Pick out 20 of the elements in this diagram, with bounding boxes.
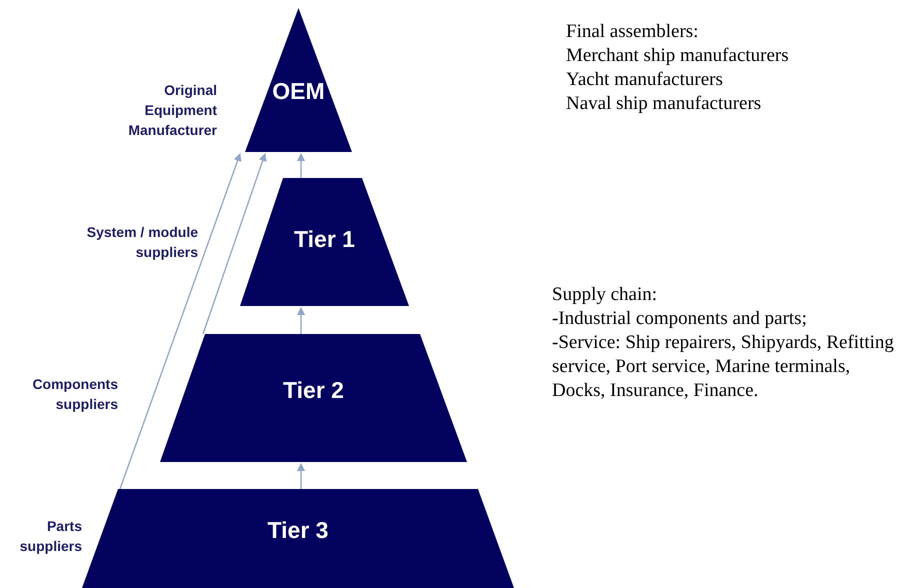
note-text: Final assemblers: xyxy=(566,20,700,44)
note-text: Merchant ship manufacturers xyxy=(566,44,790,68)
tier-label: OEM xyxy=(272,80,325,103)
tier-label: Tier 2 xyxy=(283,379,344,402)
arrow xyxy=(297,153,305,178)
arrow xyxy=(202,153,266,334)
arrow xyxy=(297,463,305,489)
note-text: Naval ship manufacturers xyxy=(566,92,762,116)
tier-label: Tier 3 xyxy=(268,519,328,542)
arrow xyxy=(119,153,242,490)
tier-label: Tier 1 xyxy=(294,228,355,251)
arrow xyxy=(297,307,305,334)
level-caption: System / module suppliers xyxy=(86,223,198,262)
note-text: -Industrial components and parts; xyxy=(552,307,808,331)
note-text: Yacht manufacturers xyxy=(566,68,724,92)
note-text: Supply chain: xyxy=(552,283,658,307)
note-text: -Service: Ship repairers, Shipyards, Refitting service, Port service, Marine terminals, Docks, Insurance, Finance. xyxy=(552,331,894,403)
level-caption: Parts suppliers xyxy=(18,517,82,556)
level-caption: Original Equipment Manufacturer xyxy=(127,81,217,140)
level-caption: Components suppliers xyxy=(31,375,118,414)
